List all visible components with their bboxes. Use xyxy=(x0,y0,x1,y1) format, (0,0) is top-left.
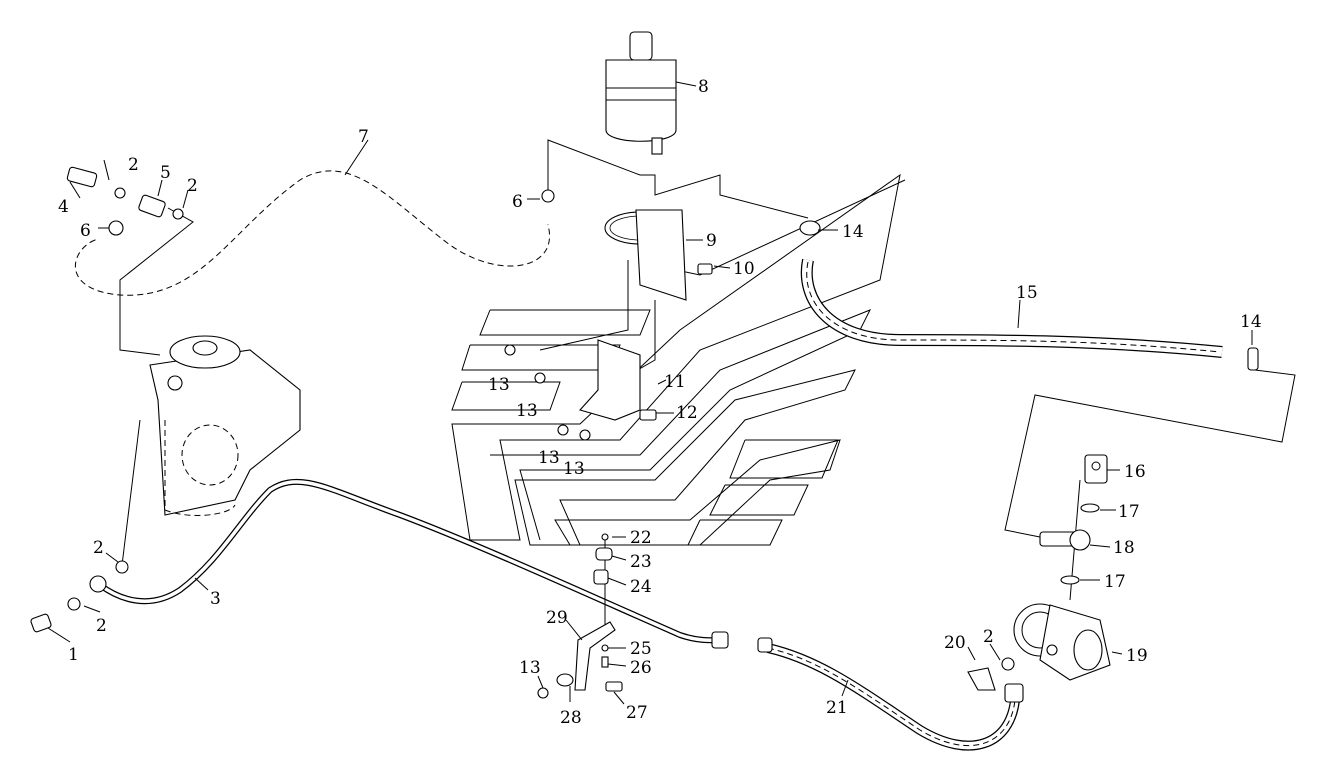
pump-19 xyxy=(1013,603,1111,681)
banjo-bolt-16 xyxy=(1084,454,1108,484)
callout-2-upper-a: 2 xyxy=(128,155,139,175)
callout-14-right: 14 xyxy=(1240,312,1262,332)
callout-21: 21 xyxy=(826,698,848,718)
banjo-3 xyxy=(89,575,107,593)
bolt-12 xyxy=(639,409,657,421)
callout-18: 18 xyxy=(1113,538,1135,558)
washer-2-upper-a xyxy=(114,187,126,199)
callouts: 1 2 2 2 2 2 3 4 5 6 6 7 8 9 10 11 12 13 … xyxy=(58,77,1262,728)
callout-19: 19 xyxy=(1126,646,1148,666)
callout-11: 11 xyxy=(664,372,686,392)
callout-13-c: 13 xyxy=(538,448,560,468)
callout-13-a: 13 xyxy=(488,375,510,395)
washer-2-lower-a xyxy=(67,597,81,611)
pipe-nut xyxy=(711,631,773,653)
pipe-3 xyxy=(98,478,723,644)
fitting-14-right xyxy=(1247,347,1259,371)
callout-26: 26 xyxy=(630,658,652,678)
clip-23 xyxy=(595,547,613,561)
callout-2-upper-b: 2 xyxy=(187,176,198,196)
callout-23: 23 xyxy=(630,552,652,572)
callout-2-lower-a: 2 xyxy=(93,538,104,558)
hose-7 xyxy=(72,167,553,299)
nuts-13 xyxy=(504,344,591,699)
bracket-9 xyxy=(604,209,687,301)
callout-13-e: 13 xyxy=(519,658,541,678)
callout-28: 28 xyxy=(560,708,582,728)
callout-4: 4 xyxy=(58,197,69,217)
callout-24: 24 xyxy=(630,577,652,597)
callout-25: 25 xyxy=(630,639,652,659)
bolt-10 xyxy=(697,263,713,275)
hose-15 xyxy=(800,258,1223,358)
callout-14-top: 14 xyxy=(842,222,864,242)
callout-13-d: 13 xyxy=(563,459,585,479)
clamp-6-left xyxy=(108,220,124,236)
callout-17-a: 17 xyxy=(1118,502,1140,522)
callout-6-left: 6 xyxy=(80,221,91,241)
reservoir-8 xyxy=(605,31,677,155)
callout-3: 3 xyxy=(210,589,221,609)
callout-22: 22 xyxy=(630,528,652,548)
callout-17-b: 17 xyxy=(1104,572,1126,592)
callout-15: 15 xyxy=(1016,283,1038,303)
tee-5 xyxy=(138,194,166,218)
callout-1: 1 xyxy=(68,645,79,665)
washer-2-pump xyxy=(1001,657,1015,671)
callout-27: 27 xyxy=(626,703,648,723)
callout-20: 20 xyxy=(944,633,966,653)
callout-8: 8 xyxy=(698,77,709,97)
clip-22 xyxy=(601,533,609,541)
washer-2-lower-b xyxy=(115,560,129,574)
fitting-4 xyxy=(66,166,98,188)
steering-gear xyxy=(149,335,301,516)
clip-24 xyxy=(593,569,609,585)
fitting-18 xyxy=(1039,529,1091,551)
callout-2-lower-b: 2 xyxy=(96,616,107,636)
callout-29: 29 xyxy=(546,608,568,628)
callout-9: 9 xyxy=(706,231,717,251)
washer-17a xyxy=(1080,503,1100,513)
elbow-20 xyxy=(967,667,996,691)
bolt-1 xyxy=(30,613,52,633)
callout-16: 16 xyxy=(1124,462,1146,482)
washer-17b xyxy=(1060,575,1080,585)
callout-7: 7 xyxy=(358,127,369,147)
bracket-mount xyxy=(579,339,641,421)
screw-25 xyxy=(601,644,609,652)
bolt-27 xyxy=(605,681,623,692)
callout-10: 10 xyxy=(733,259,755,279)
washer-2-upper-b xyxy=(172,208,184,220)
leader-lines xyxy=(47,81,1253,705)
washer-28 xyxy=(556,673,574,687)
callout-13-b: 13 xyxy=(516,401,538,421)
hose-nut-21 xyxy=(1004,683,1024,703)
callout-12: 12 xyxy=(676,403,698,423)
callout-6-top: 6 xyxy=(512,192,523,212)
callout-2-pump: 2 xyxy=(983,627,994,647)
clamp-6-top xyxy=(541,189,555,203)
callout-5: 5 xyxy=(160,163,171,183)
screw-26 xyxy=(601,656,609,668)
clamp-14-top xyxy=(799,220,821,236)
bracket-29 xyxy=(574,621,616,691)
hose-21 xyxy=(766,643,1020,751)
